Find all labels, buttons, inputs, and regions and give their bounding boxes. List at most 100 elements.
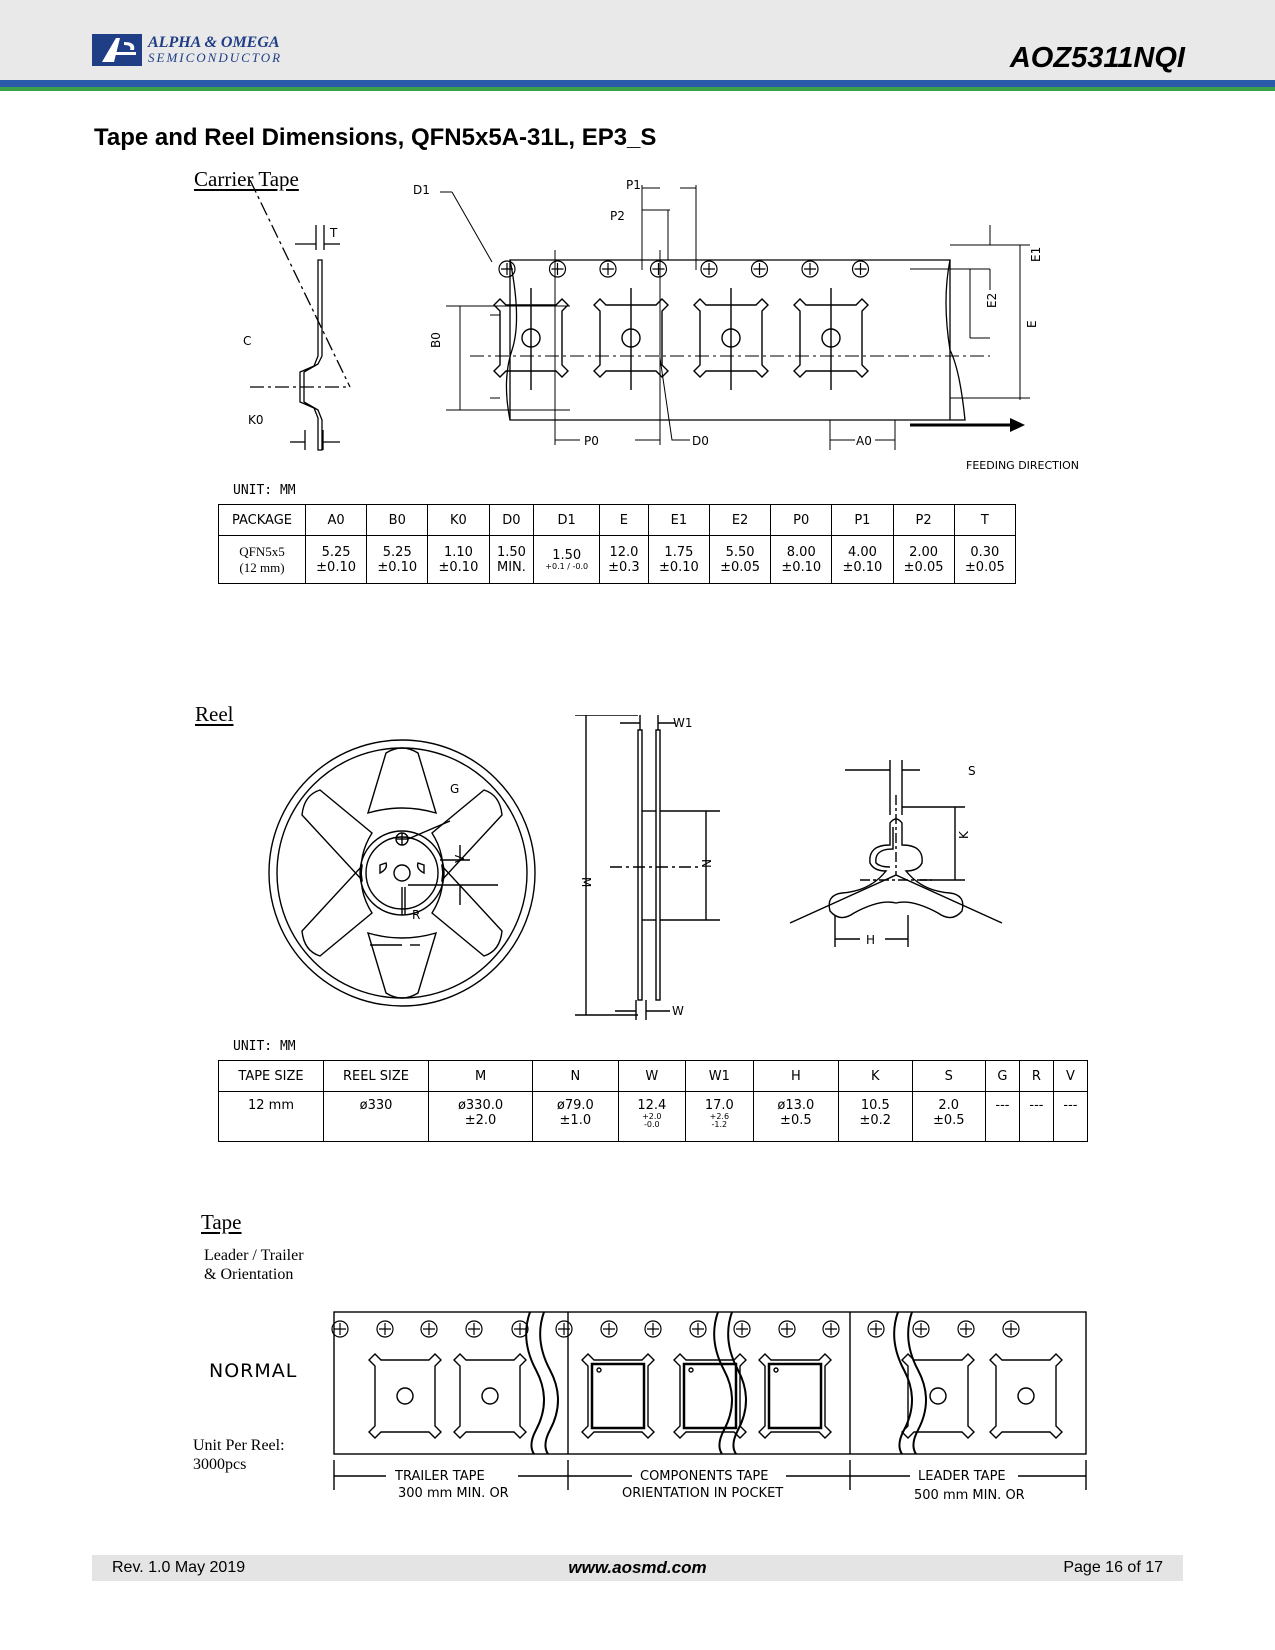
- sprocket-hole-cross: [854, 263, 867, 275]
- reel-cell-w1: 17.0+2.6-1.2: [685, 1091, 754, 1142]
- reel-h-tol: ±0.5: [780, 1113, 812, 1128]
- dimension-tolerance: ±0.05: [720, 559, 760, 575]
- reel-cell-m: ø330.0±2.0: [427, 1091, 534, 1142]
- sprocket-hole-cross: [781, 1323, 793, 1335]
- reel-w-tol-minus: -0.0: [644, 1120, 660, 1129]
- pocket-hole: [1017, 1387, 1035, 1405]
- reel-cell-v: ---: [1052, 1091, 1089, 1142]
- sprocket-hole: [801, 260, 819, 278]
- dimension-tolerance: ±0.05: [964, 559, 1005, 575]
- dimension-value: 1.50: [552, 548, 582, 563]
- sprocket-hole: [957, 1320, 975, 1338]
- dimension-tolerance: +0.1 / -0.0: [545, 562, 589, 571]
- dimension-value: 5.25: [321, 544, 351, 560]
- reel-table-header-cell: S: [911, 1060, 986, 1092]
- reel-n-tol: ±1.0: [559, 1113, 592, 1128]
- sprocket-hole-cross: [870, 1323, 882, 1335]
- sprocket-hole-cross: [960, 1323, 972, 1335]
- reel-k-tol: ±0.2: [859, 1113, 892, 1128]
- reel-table-header-cell: R: [1018, 1060, 1054, 1092]
- label-k0: K0: [248, 413, 264, 427]
- sprocket-hole-cross: [514, 1323, 526, 1335]
- tape-pocket: [493, 298, 569, 378]
- dimension-tolerance: ±0.10: [377, 559, 418, 575]
- sprocket-hole-cross: [423, 1323, 435, 1335]
- sprocket-hole-cross: [736, 1323, 748, 1335]
- carrier-table-header-cell: A0: [304, 504, 368, 536]
- label-g: G: [450, 782, 459, 796]
- carrier-table-value-cell: 5.50±0.05: [708, 535, 772, 584]
- carrier-table-value-cell: 1.75±0.10: [647, 535, 710, 584]
- carrier-table-header-cell: PACKAGE: [218, 504, 306, 536]
- reel-w1-tol-minus: -1.2: [711, 1120, 728, 1129]
- dimension-tolerance: ±0.10: [438, 559, 479, 575]
- page-footer: Rev. 1.0 May 2019 www.aosmd.com Page 16 …: [92, 1555, 1183, 1581]
- reel-w1-tol-plus: +2.6: [709, 1112, 730, 1121]
- label-p2: P2: [610, 209, 625, 223]
- pocket-hole: [481, 1387, 499, 1405]
- dimension-tolerance: ±0.3: [608, 559, 640, 575]
- label-c: C: [243, 334, 251, 348]
- reel-cell-reel-size: ø330: [323, 1091, 429, 1142]
- sprocket-hole: [822, 1320, 840, 1338]
- tape-pocket: [758, 1353, 832, 1439]
- sprocket-hole: [750, 260, 769, 278]
- label-b0: B0: [429, 332, 443, 348]
- part-number: AOZ5311NQI: [1009, 42, 1185, 74]
- unit-per-reel-value: 3000pcs: [193, 1456, 247, 1473]
- dimension-value: 1.75: [664, 544, 694, 560]
- reel-table-header-cell: W1: [685, 1060, 754, 1092]
- reel-n-value: ø79.0: [556, 1098, 594, 1113]
- unit-per-reel-label: Unit Per Reel:: [193, 1437, 285, 1454]
- label-e2: E2: [985, 293, 999, 308]
- reel-h-value: ø13.0: [777, 1098, 815, 1113]
- reel-table-header-cell: V: [1052, 1060, 1089, 1092]
- label-w1: W1: [673, 716, 693, 730]
- label-n: N: [699, 859, 713, 868]
- sprocket-hole: [700, 260, 718, 278]
- reel-diagram: G V R W1 W M N S K H: [268, 715, 1003, 1020]
- reel-cell-h: ø13.0±0.5: [752, 1091, 840, 1142]
- leader-tape-label: LEADER TAPE: [918, 1469, 1006, 1484]
- dimension-tolerance: ±0.10: [658, 559, 699, 575]
- carrier-tape-unit: UNIT: MM: [233, 483, 296, 498]
- carrier-tape-diagram: C T K0 D1 P1 P2 B0 P0 D0 A0 E1 E2 E FEED…: [243, 180, 1079, 472]
- label-d0: D0: [692, 434, 709, 448]
- label-feeding-direction: FEEDING DIRECTION: [966, 459, 1079, 472]
- carrier-table-value-cell: 0.30±0.05: [953, 535, 1017, 584]
- sprocket-hole-cross: [379, 1323, 391, 1335]
- trailer-tape-length: 300 mm MIN. OR: [398, 1486, 509, 1500]
- carrier-table-header-cell: P0: [770, 504, 833, 536]
- leader-tape-length: 500 mm MIN. OR: [914, 1488, 1025, 1500]
- reel-s-tol: ±0.5: [932, 1113, 965, 1128]
- tape-pocket: [368, 1353, 442, 1439]
- footer-page-number: Page 16 of 17: [1063, 1559, 1163, 1576]
- carrier-table-value-cell: 4.00±0.10: [831, 535, 894, 584]
- component-chip: [590, 1362, 646, 1430]
- trailer-tape-label: TRAILER TAPE: [394, 1469, 485, 1484]
- dimension-tolerance: ±0.10: [316, 559, 356, 575]
- label-e: E: [1025, 320, 1039, 328]
- sprocket-hole: [867, 1320, 885, 1338]
- carrier-table-header-cell: P1: [831, 504, 894, 536]
- tape-pocket: [593, 298, 669, 378]
- label-r: R: [412, 908, 420, 922]
- label-k: K: [957, 830, 971, 839]
- logo-company-subtitle: SEMICONDUCTOR: [148, 50, 283, 65]
- carrier-table-value-cell: 5.25±0.10: [366, 535, 429, 584]
- dimension-value: 2.00: [909, 544, 939, 560]
- label-h: H: [866, 933, 875, 947]
- company-logo: ALPHA & OMEGA SEMICONDUCTOR: [92, 34, 372, 70]
- sprocket-hole: [555, 1320, 573, 1338]
- carrier-table-value-cell: 8.00±0.10: [770, 535, 833, 584]
- footer-url-link[interactable]: www.aosmd.com: [568, 1558, 707, 1577]
- label-p0: P0: [584, 434, 599, 448]
- sprocket-hole-cross: [692, 1323, 704, 1335]
- carrier-table-value-cell: 5.25±0.10: [304, 535, 368, 584]
- reel-table-header-cell: W: [617, 1060, 687, 1092]
- sprocket-hole: [649, 260, 668, 278]
- sprocket-hole: [600, 1320, 618, 1338]
- tape-pocket: [693, 298, 769, 378]
- tape-pocket: [901, 1353, 975, 1439]
